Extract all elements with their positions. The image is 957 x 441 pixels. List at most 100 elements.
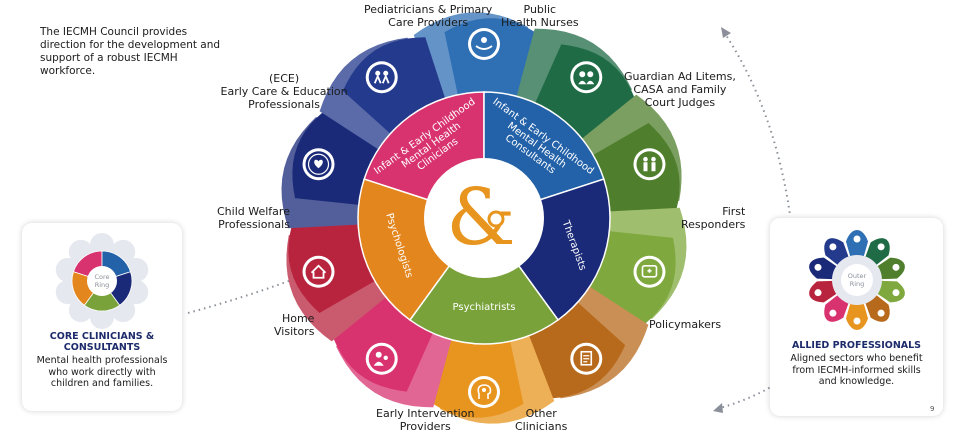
mini-core-center [87,266,117,296]
core-wedge-label: Psychiatrists [453,302,516,313]
document-icon [580,350,593,366]
outer-label-line: Court Judges [644,96,716,109]
panel-text-line: children and families. [50,378,154,389]
caring-hands-icon [475,37,493,50]
panel-text-line: and knowledge. [818,376,895,387]
outer-icon-disc [573,64,600,91]
outer-label: Policymakers [649,318,721,331]
mini-outer-petal [845,303,868,330]
mini-outer-dot [828,243,836,251]
core-wedge-shape [408,216,560,345]
panel-text-line: ALLIED PROFESSIONALS [791,340,922,351]
mini-outer-petal [876,280,905,303]
outer-label-line: Providers [399,420,451,433]
connector-right-top [723,31,791,216]
outer-label-line: First [722,205,746,218]
outer-label-line: CASA and Family [633,83,727,96]
outer-icon-disc [368,345,395,372]
outer-label-line: Early Care & Education [220,85,348,98]
outer-icon-disc [305,258,332,285]
outer-label-line: Child Welfare [217,205,290,218]
outer-petal [425,320,555,424]
outer-label-line: Early Intervention [376,407,475,420]
mini-outer-dot [853,235,860,243]
connector-right-bottom [719,371,793,409]
parent-child-icon [373,351,388,366]
panel-text-line: Mental health professionals [36,355,168,366]
logo-child-head [487,210,505,228]
allied-panel-title: ALLIED PROFESSIONALS [776,340,937,351]
outer-label-line: Health Nurses [501,16,579,29]
outer-label-line: Guardian Ad Litems, [624,70,736,83]
children-icon [373,70,390,84]
outer-icon-disc [471,31,497,57]
outer-label-line: Clinicians [515,420,568,433]
outer-label-line: Public [523,3,557,16]
outer-icon-disc [636,151,663,178]
core-wedge [408,216,560,345]
outer-label-line: Other [525,407,557,420]
panel-text-line: CORE CLINICIANS & [49,331,155,342]
mini-outer-petal [808,257,837,280]
center-group: & [424,158,544,278]
mini-outer-petal [808,280,837,303]
mini-outer-petal [845,230,868,257]
outer-label-line: Responders [681,218,746,231]
intro-text: The IECMH Council provides direction for… [40,26,221,77]
outer-label-line: Visitors [274,325,315,338]
mini-outer-dot [828,309,836,317]
mini-outer-dot [814,263,822,271]
outer-label-line: (ECE) [268,72,300,85]
mini-outer-bubble [90,305,114,329]
mini-outer-dot [853,317,860,325]
page-number: 9 [930,405,935,413]
mini-outer-dot [814,289,822,297]
outer-label-line: Professionals [248,98,320,111]
core-panel-title: CORE CLINICIANS &CONSULTANTS [28,331,176,353]
nurses-icon [578,71,595,85]
outer-label-line: Professionals [218,218,290,231]
mini-outer-dot [891,263,899,271]
panel-text-line: who work directly with [48,366,156,378]
arrowhead-bottom [713,403,723,413]
outer-petal [413,12,543,116]
panel-text-line: from IECMH-informed skills [792,364,921,376]
mini-outer-dot [891,289,899,297]
outer-icon-disc [368,64,395,91]
mini-outer-bubble [90,233,114,257]
panel-text-line: CONSULTANTS [63,342,141,353]
emergency-phone-icon [641,264,658,278]
center-disc [424,158,544,278]
home-icon [310,264,327,279]
head-gear-icon [477,384,492,399]
arrowhead-top [721,27,731,38]
family-icon [643,156,656,172]
outer-label-line: Policymakers [649,318,722,331]
ampersand-child-logo: & [446,173,515,263]
heart-hands-icon [307,153,330,175]
mini-outer-petal [876,257,905,280]
outer-label-line: Pediatricians & Primary [364,3,493,16]
mini-outer-dot [877,243,885,251]
outer-label-line: Care Providers [388,16,469,29]
mini-outer-dot [877,309,885,317]
mini-outer-center [840,264,873,296]
